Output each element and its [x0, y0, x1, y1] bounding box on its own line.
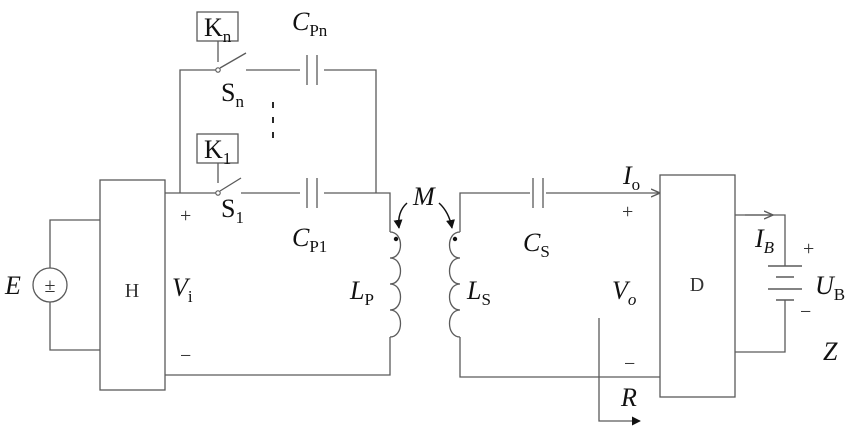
battery-voltage-label: UB — [815, 271, 845, 304]
output-voltage-label: Vo — [612, 276, 636, 309]
mutual-inductance-label: M — [412, 182, 436, 211]
capacitor-cp1 — [307, 178, 317, 208]
output-current-label: Io — [622, 161, 640, 194]
voltage-source: ± — [33, 268, 67, 302]
inverter-label: H — [125, 280, 139, 302]
secondary-plus: + — [622, 201, 633, 223]
switch-s1-label: S1 — [221, 194, 244, 227]
capacitor-cpn-label: CPn — [292, 7, 328, 40]
source-label: E — [4, 271, 21, 300]
source-sign: ± — [45, 275, 56, 297]
capacitor-cs — [533, 178, 543, 208]
primary-wires — [165, 40, 390, 375]
primary-inductor-label: LP — [349, 276, 374, 309]
secondary-inductor — [450, 232, 461, 337]
load-current-label: IB — [754, 224, 775, 257]
switch-sn — [216, 53, 246, 72]
rectifier-label: D — [690, 274, 704, 296]
input-voltage-label: Vi — [172, 273, 193, 306]
primary-minus: − — [180, 345, 191, 367]
load-impedance-label: Z — [823, 337, 838, 366]
resistance-label: R — [620, 383, 637, 412]
source-wires — [50, 220, 100, 350]
load-plus: + — [803, 238, 814, 260]
capacitor-cp1-label: CP1 — [292, 223, 327, 256]
primary-inductor — [390, 232, 401, 337]
switch-s1 — [216, 178, 241, 195]
capacitor-cpn — [307, 55, 317, 85]
primary-plus: + — [180, 205, 191, 227]
switch-sn-label: Sn — [221, 78, 244, 111]
secondary-minus: − — [624, 353, 635, 375]
load-minus: − — [800, 301, 811, 323]
battery — [768, 266, 802, 300]
capacitor-cs-label: CS — [523, 228, 550, 261]
secondary-inductor-label: LS — [466, 276, 491, 309]
